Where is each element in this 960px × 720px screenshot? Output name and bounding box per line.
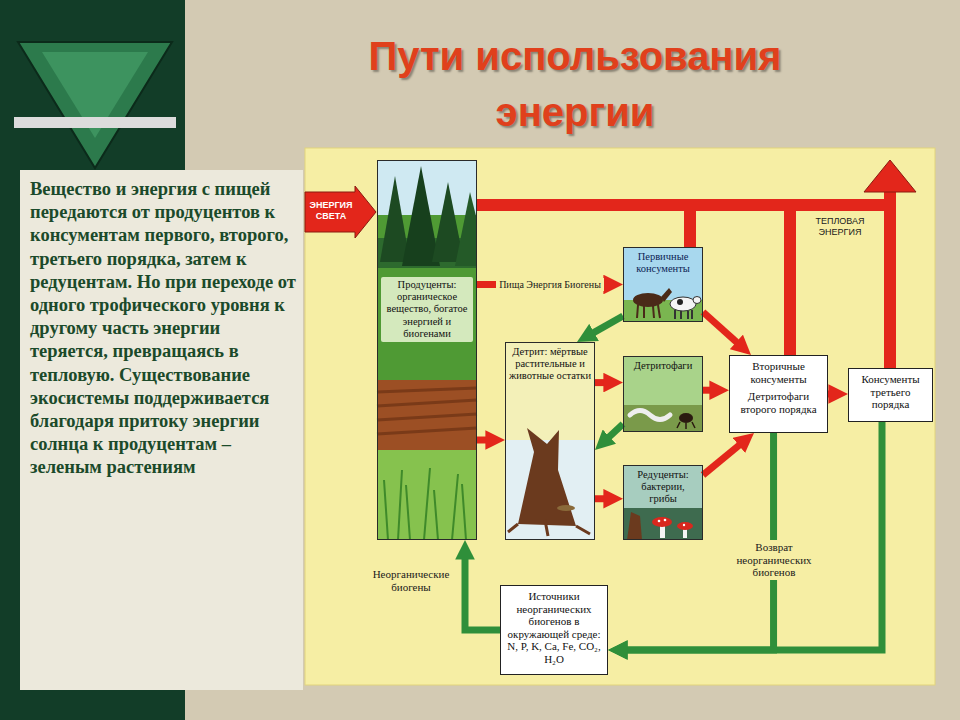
- light-arrow: [305, 186, 376, 238]
- reducer-illustration: [627, 512, 642, 540]
- detritophage-illustration: [679, 413, 693, 423]
- flow-label: Возврат неорганических биогенов: [725, 540, 823, 580]
- reducer-illustration: [652, 517, 672, 527]
- primary-consumer-illustration: [637, 305, 660, 318]
- reducer-illustration: [683, 524, 685, 526]
- node-text: Детритофаги: [627, 360, 699, 372]
- heat-flow-arrows: [477, 160, 916, 368]
- detritus-illustration: [505, 342, 595, 540]
- node-text: Вторичные консументы: [734, 360, 823, 385]
- consumer-box: Консументы третьего порядка: [848, 368, 933, 422]
- producer-illustration: [377, 450, 477, 540]
- heat-flow-arrows: [884, 188, 896, 368]
- node-text: Продуценты: органическое вещество, богат…: [381, 277, 473, 342]
- flow-arrow: [828, 391, 838, 398]
- reducer-illustration: [623, 465, 703, 540]
- node-text: Редуценты: бактерии, грибы: [627, 469, 699, 506]
- heat-flow-arrows: [684, 211, 696, 247]
- flow-arrow: [465, 550, 500, 630]
- flow-label: Неорганические биогены: [367, 568, 455, 593]
- reducer-illustration: [677, 522, 693, 530]
- detritus-illustration: [518, 428, 576, 526]
- primary-consumer-illustration: [670, 297, 696, 311]
- reducer-illustration: [658, 520, 661, 523]
- producer-illustration: [377, 388, 477, 434]
- flow-arrow: [595, 495, 613, 502]
- flow-arrow: [703, 439, 746, 475]
- arrow-label: ТЕПЛОВАЯ ЭНЕРГИЯ: [800, 216, 880, 238]
- detritophage-illustration: [630, 411, 670, 420]
- flow-arrow: [602, 424, 623, 443]
- heat-flow-arrows: [784, 211, 796, 355]
- logo-triangle: [14, 117, 176, 128]
- detritophage-box: Детритофаги: [623, 356, 703, 432]
- primary-consumer-illustration: [623, 247, 703, 322]
- producer-box: Продуценты: органическое вещество, богат…: [377, 160, 477, 540]
- reducer-illustration: [623, 508, 703, 540]
- producer-illustration: [455, 192, 477, 266]
- consumer-box: Вторичные консументыДетритофаги второго …: [729, 355, 828, 433]
- light-arrow: [305, 186, 376, 238]
- logo-triangle: [18, 42, 172, 168]
- flow-arrow: [703, 387, 719, 394]
- flow-arrow: [703, 312, 744, 348]
- consumer-box: Первичные консументы: [623, 247, 703, 322]
- detritus-box: Детрит: мёртвые растительные и животные …: [505, 342, 595, 540]
- logo-triangle: [14, 42, 176, 168]
- source-box: Источники неорганических биогенов в окру…: [500, 585, 608, 675]
- detritophage-illustration: [623, 356, 703, 432]
- node-text: Вещество и энергия с пищей передаются от…: [30, 178, 297, 480]
- primary-consumer-illustration: [675, 310, 692, 319]
- node-text: Детрит: мёртвые растительные и животные …: [509, 346, 591, 383]
- node-text: Источники неорганических биогенов в окру…: [505, 590, 603, 666]
- flow-arrow: [586, 316, 623, 337]
- node-text: Консументы третьего порядка: [853, 373, 928, 411]
- primary-consumer-illustration: [623, 247, 703, 322]
- heat-flow-arrows: [477, 199, 896, 211]
- producer-illustration: [377, 380, 477, 450]
- primary-consumer-illustration: [661, 288, 672, 302]
- flow-arrow: [595, 379, 613, 386]
- flow-arrow: [477, 437, 495, 444]
- primary-consumer-illustration: [633, 293, 663, 307]
- node-text: Детритофаги второго порядка: [734, 390, 823, 415]
- arrow-label: ЭНЕРГИЯ СВЕТА: [306, 200, 356, 222]
- reducer-illustration: [664, 519, 667, 522]
- detritus-illustration: [508, 520, 590, 536]
- producer-illustration: [384, 468, 466, 540]
- primary-consumer-illustration: [677, 299, 683, 305]
- slide-title: Пути использования энергии: [315, 28, 835, 140]
- detritophage-illustration: [623, 356, 703, 432]
- detritophage-illustration: [623, 405, 703, 432]
- primary-consumer-illustration: [693, 297, 701, 304]
- edge-label: Пища Энергия Биогены: [496, 278, 604, 292]
- reducer-box: Редуценты: бактерии, грибы: [623, 465, 703, 540]
- text-panel: Вещество и энергия с пищей передаются от…: [20, 170, 303, 690]
- reducer-illustration: [623, 465, 703, 540]
- producer-illustration: [377, 160, 477, 540]
- flow-arrow: [618, 422, 882, 650]
- diagram-panel: [305, 148, 935, 685]
- detritus-illustration: [505, 342, 595, 540]
- detritus-illustration: [557, 505, 575, 511]
- node-text: Первичные консументы: [627, 251, 699, 275]
- heat-flow-arrows: [864, 160, 916, 192]
- detritophage-illustration: [677, 422, 695, 429]
